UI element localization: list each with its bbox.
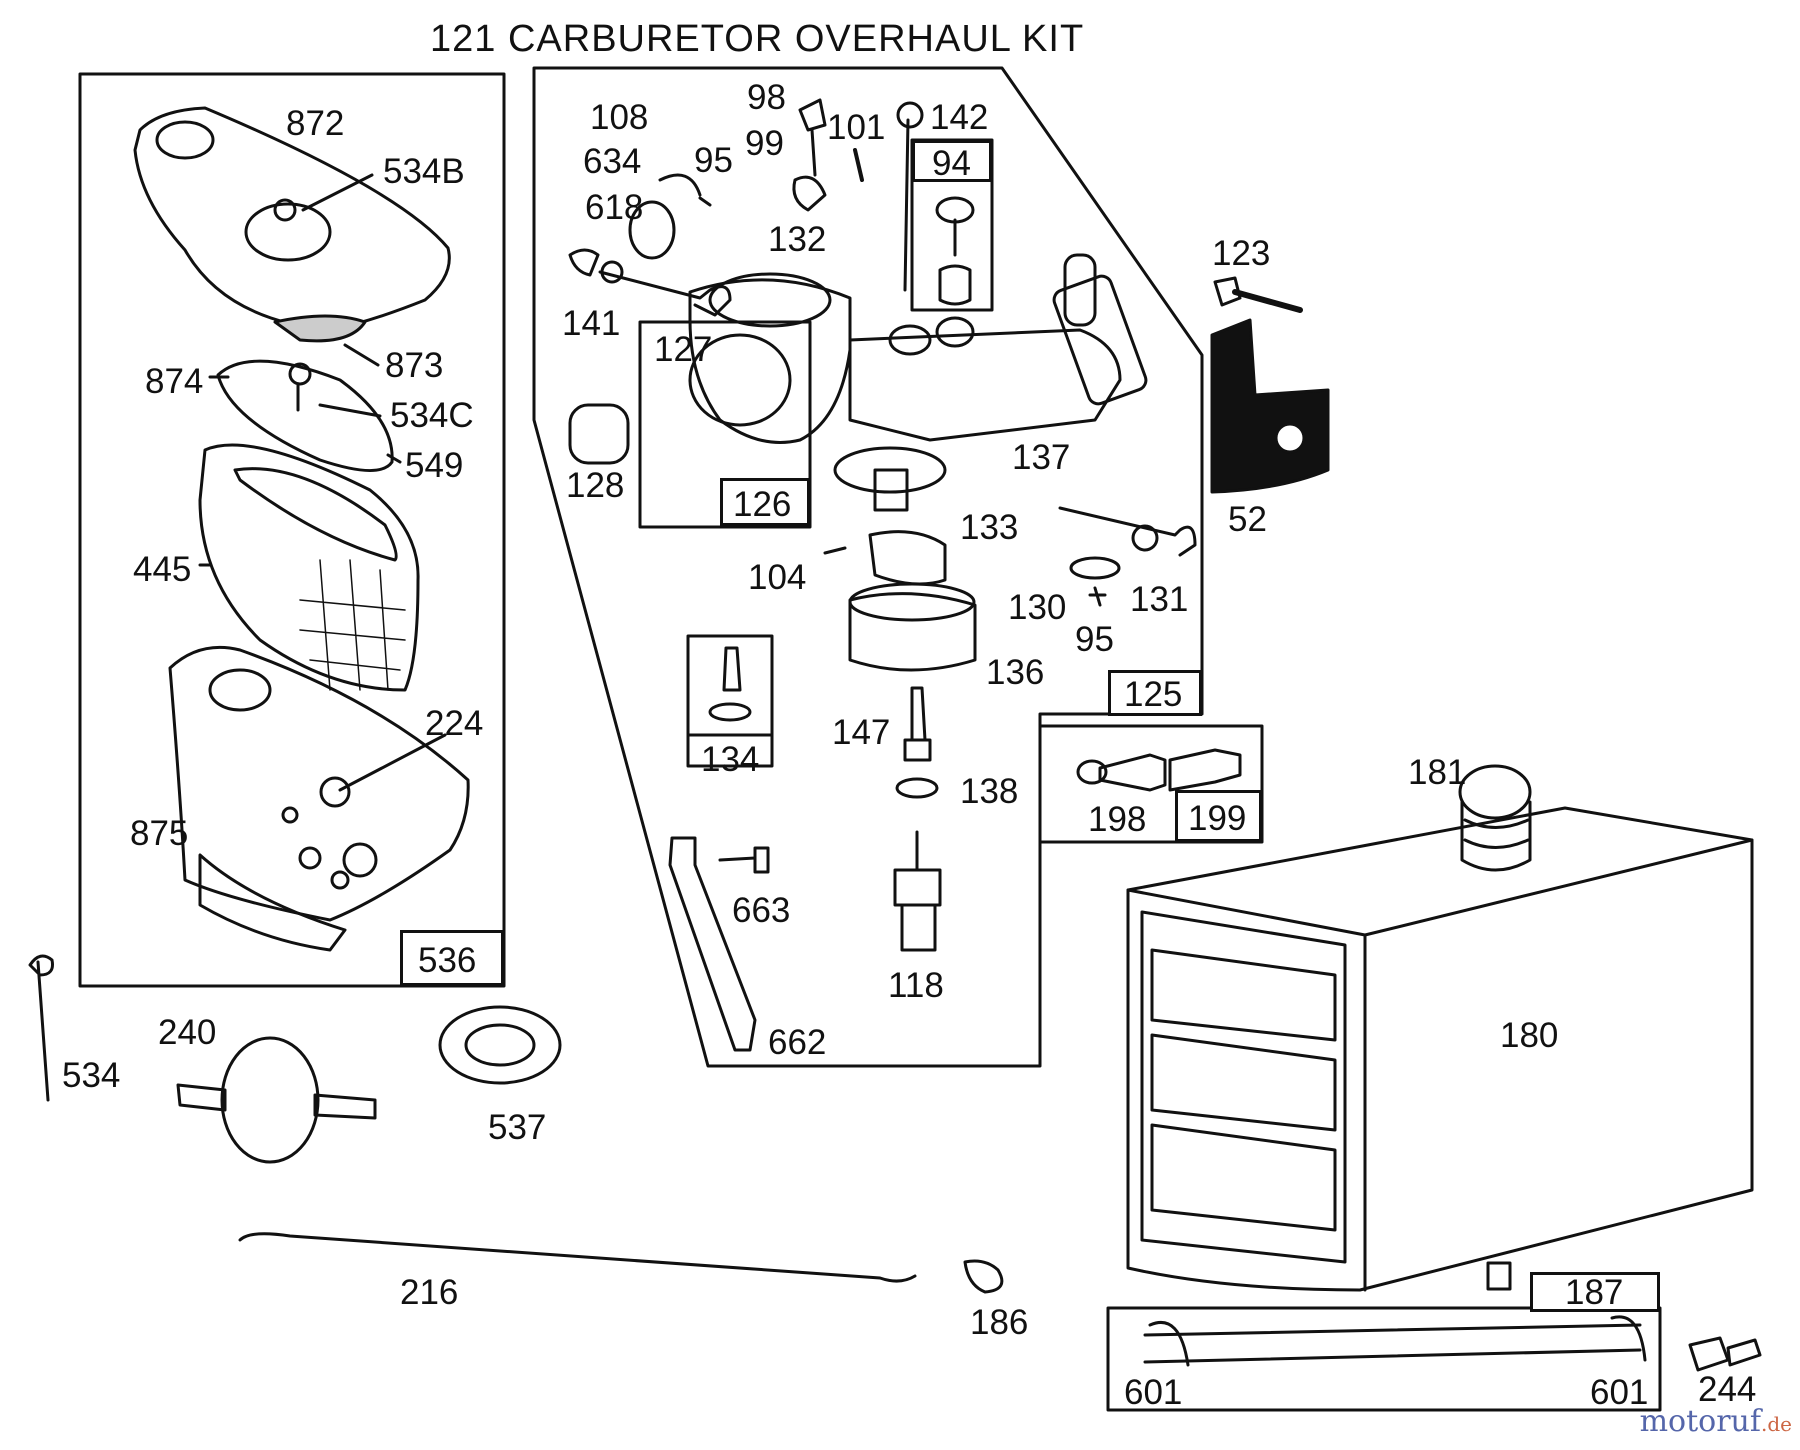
fuel-tank: [1126, 806, 1754, 1292]
label-601-left: 601: [1124, 1373, 1183, 1412]
spacer-128: [568, 403, 630, 465]
label-132: 132: [768, 220, 827, 259]
label-137: 137: [1012, 438, 1071, 477]
label-873: 873: [385, 346, 444, 385]
label-634: 634: [583, 142, 642, 181]
seal-537: [438, 1005, 562, 1085]
label-118: 118: [888, 966, 944, 1005]
label-136: 136: [986, 653, 1045, 692]
label-618: 618: [585, 188, 644, 227]
label-240: 240: [158, 1013, 217, 1052]
box-94: [912, 140, 992, 182]
label-601-right: 601: [1590, 1373, 1649, 1412]
label-141: 141: [562, 304, 621, 343]
float-bowl-136: [848, 592, 977, 672]
label-199: 199: [1188, 799, 1247, 838]
label-534: 534: [62, 1056, 121, 1095]
label-187: 187: [1565, 1273, 1624, 1312]
box-536: [400, 930, 504, 986]
throttle-plate: [628, 200, 676, 260]
label-875: 875: [130, 814, 189, 853]
label-142: 142: [930, 98, 989, 137]
label-130: 130: [1008, 588, 1067, 627]
plate-52: [1210, 318, 1330, 494]
watermark-text: motoruf: [1639, 1404, 1761, 1439]
clip-186: [963, 1259, 1004, 1294]
label-108: 108: [590, 98, 649, 137]
bracket-662: [668, 836, 757, 1052]
box-126: [720, 478, 810, 526]
label-181: 181: [1408, 753, 1467, 792]
label-131: 131: [1130, 580, 1189, 619]
watermark-suffix: .de: [1761, 1412, 1792, 1436]
label-98: 98: [747, 78, 786, 117]
label-180: 180: [1500, 1016, 1559, 1055]
label-244: 244: [1698, 1370, 1757, 1409]
label-104: 104: [748, 558, 807, 597]
governor-link: [238, 1232, 917, 1283]
label-662: 662: [768, 1023, 827, 1062]
label-126: 126: [733, 485, 792, 524]
label-99: 99: [745, 124, 784, 163]
air-cleaner-frame: [78, 72, 506, 988]
label-549: 549: [405, 446, 464, 485]
label-123: 123: [1212, 234, 1271, 273]
box-125: [1108, 670, 1202, 716]
dipstick: [28, 954, 54, 1102]
label-872: 872: [286, 104, 345, 143]
label-536: 536: [418, 941, 477, 980]
label-198: 198: [1088, 800, 1147, 839]
label-134: 134: [701, 740, 760, 779]
label-101: 101: [827, 108, 886, 147]
label-52: 52: [1228, 500, 1267, 539]
carburetor-body-box: [638, 320, 812, 529]
label-663: 663: [732, 891, 791, 930]
gasket-137: [833, 446, 947, 494]
filter-element: [198, 443, 420, 692]
label-874: 874: [145, 362, 204, 401]
label-186: 186: [970, 1303, 1029, 1342]
fuel-line: [1143, 1323, 1642, 1364]
label-128: 128: [566, 466, 625, 505]
label-445: 445: [133, 550, 192, 589]
label-95-bottom: 95: [1075, 620, 1114, 659]
label-534B: 534B: [383, 152, 465, 191]
box-187: [1530, 1272, 1660, 1312]
fuel-cap: [1458, 764, 1532, 820]
diagram-title: 121 CARBURETOR OVERHAUL KIT: [430, 18, 1085, 60]
label-216: 216: [400, 1273, 459, 1312]
label-534C: 534C: [390, 396, 474, 435]
label-127: 127: [654, 330, 713, 369]
label-95-top: 95: [694, 141, 733, 180]
label-224: 224: [425, 704, 484, 743]
air-cleaner-base: [168, 645, 470, 922]
carburetor-kit-frame: [532, 66, 1204, 1068]
air-cleaner-cover: [133, 106, 451, 332]
label-147: 147: [832, 713, 891, 752]
label-138: 138: [960, 772, 1019, 811]
watermark: motoruf.de: [1640, 1404, 1792, 1439]
fuel-filter: [220, 1036, 320, 1164]
label-133: 133: [960, 508, 1019, 547]
label-125: 125: [1124, 675, 1183, 714]
label-94: 94: [932, 144, 971, 183]
fuel-line-frame: [1106, 1306, 1662, 1412]
box-199: [1175, 790, 1262, 842]
label-537: 537: [488, 1108, 547, 1147]
